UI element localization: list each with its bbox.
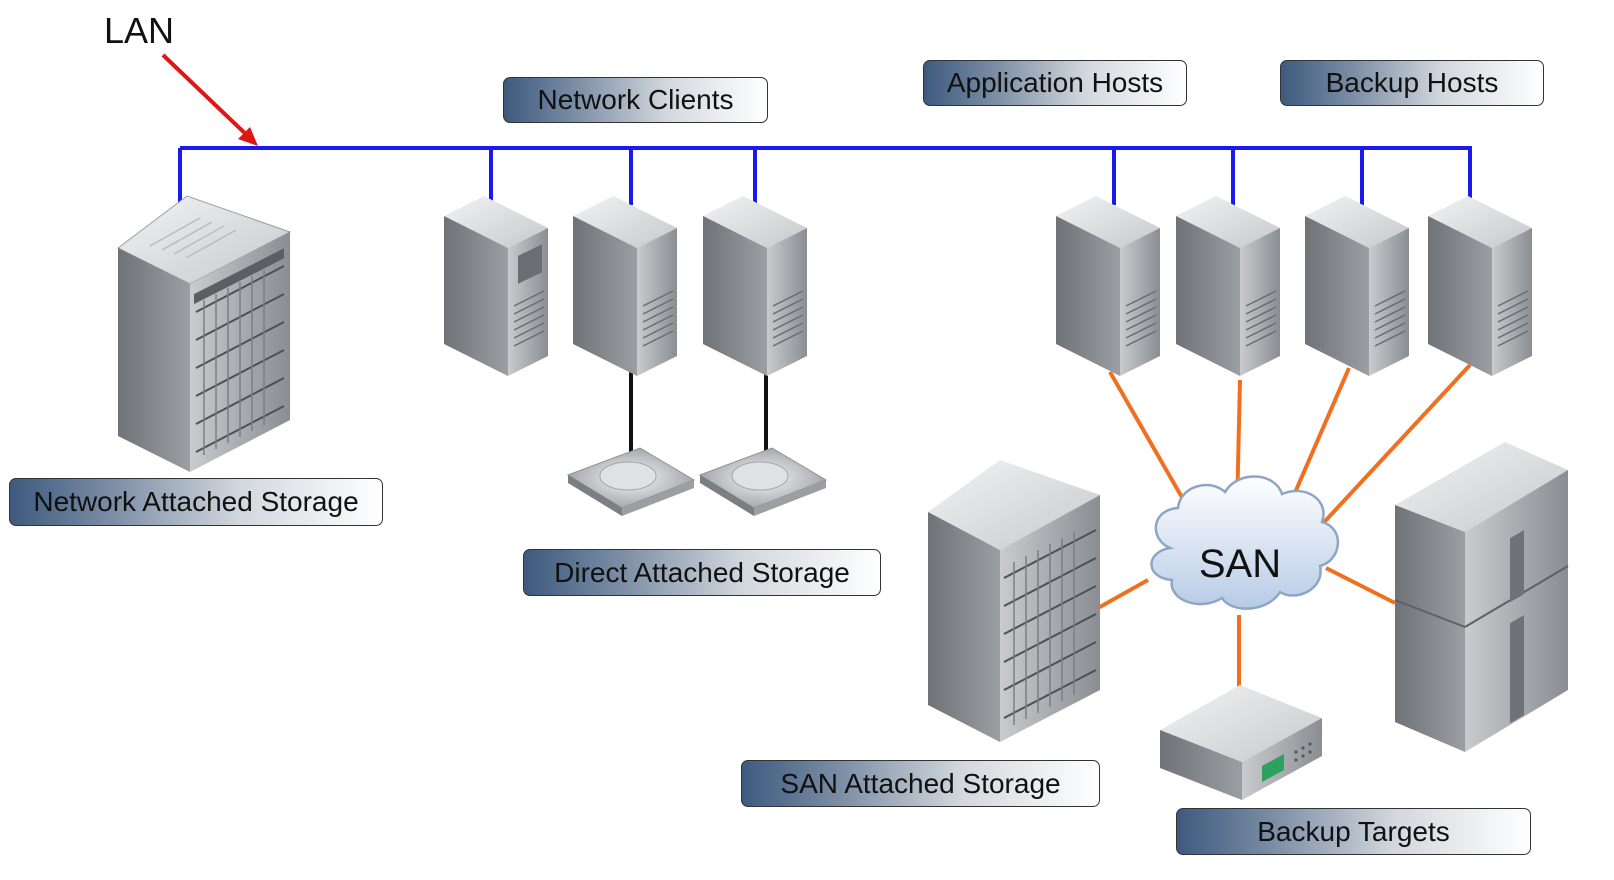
lan-bus xyxy=(178,146,1472,220)
label-network-clients: Network Clients xyxy=(503,77,768,123)
das-links xyxy=(629,372,768,452)
network-client-server-icon-1 xyxy=(444,196,548,376)
label-backup-hosts: Backup Hosts xyxy=(1280,60,1544,106)
label-san-attached-storage: SAN Attached Storage xyxy=(741,760,1100,807)
san-storage-rack-icon xyxy=(928,460,1100,742)
das-disk-icon-2 xyxy=(698,447,828,516)
application-host-server-icon-2 xyxy=(1176,196,1280,376)
label-application-hosts: Application Hosts xyxy=(923,60,1187,106)
label-direct-attached-storage: Direct Attached Storage xyxy=(523,549,881,596)
label-network-attached-storage: Network Attached Storage xyxy=(9,478,383,526)
backup-appliance-icon xyxy=(1160,685,1322,800)
label-backup-targets: Backup Targets xyxy=(1176,808,1531,855)
backup-host-server-icon-2 xyxy=(1428,196,1532,376)
san-title: SAN xyxy=(1198,542,1282,586)
das-disk-icon-1 xyxy=(566,447,696,516)
san-cloud-icon xyxy=(1150,475,1340,610)
backup-host-server-icon-1 xyxy=(1305,196,1409,376)
backup-library-cabinet-icon xyxy=(1394,442,1569,752)
network-client-server-icon-3 xyxy=(703,196,807,376)
nas-rack-icon xyxy=(117,195,292,472)
lan-pointer-arrow xyxy=(161,53,258,146)
network-client-server-icon-2 xyxy=(573,196,677,376)
application-host-server-icon-1 xyxy=(1056,196,1160,376)
lan-title: LAN xyxy=(104,10,175,51)
